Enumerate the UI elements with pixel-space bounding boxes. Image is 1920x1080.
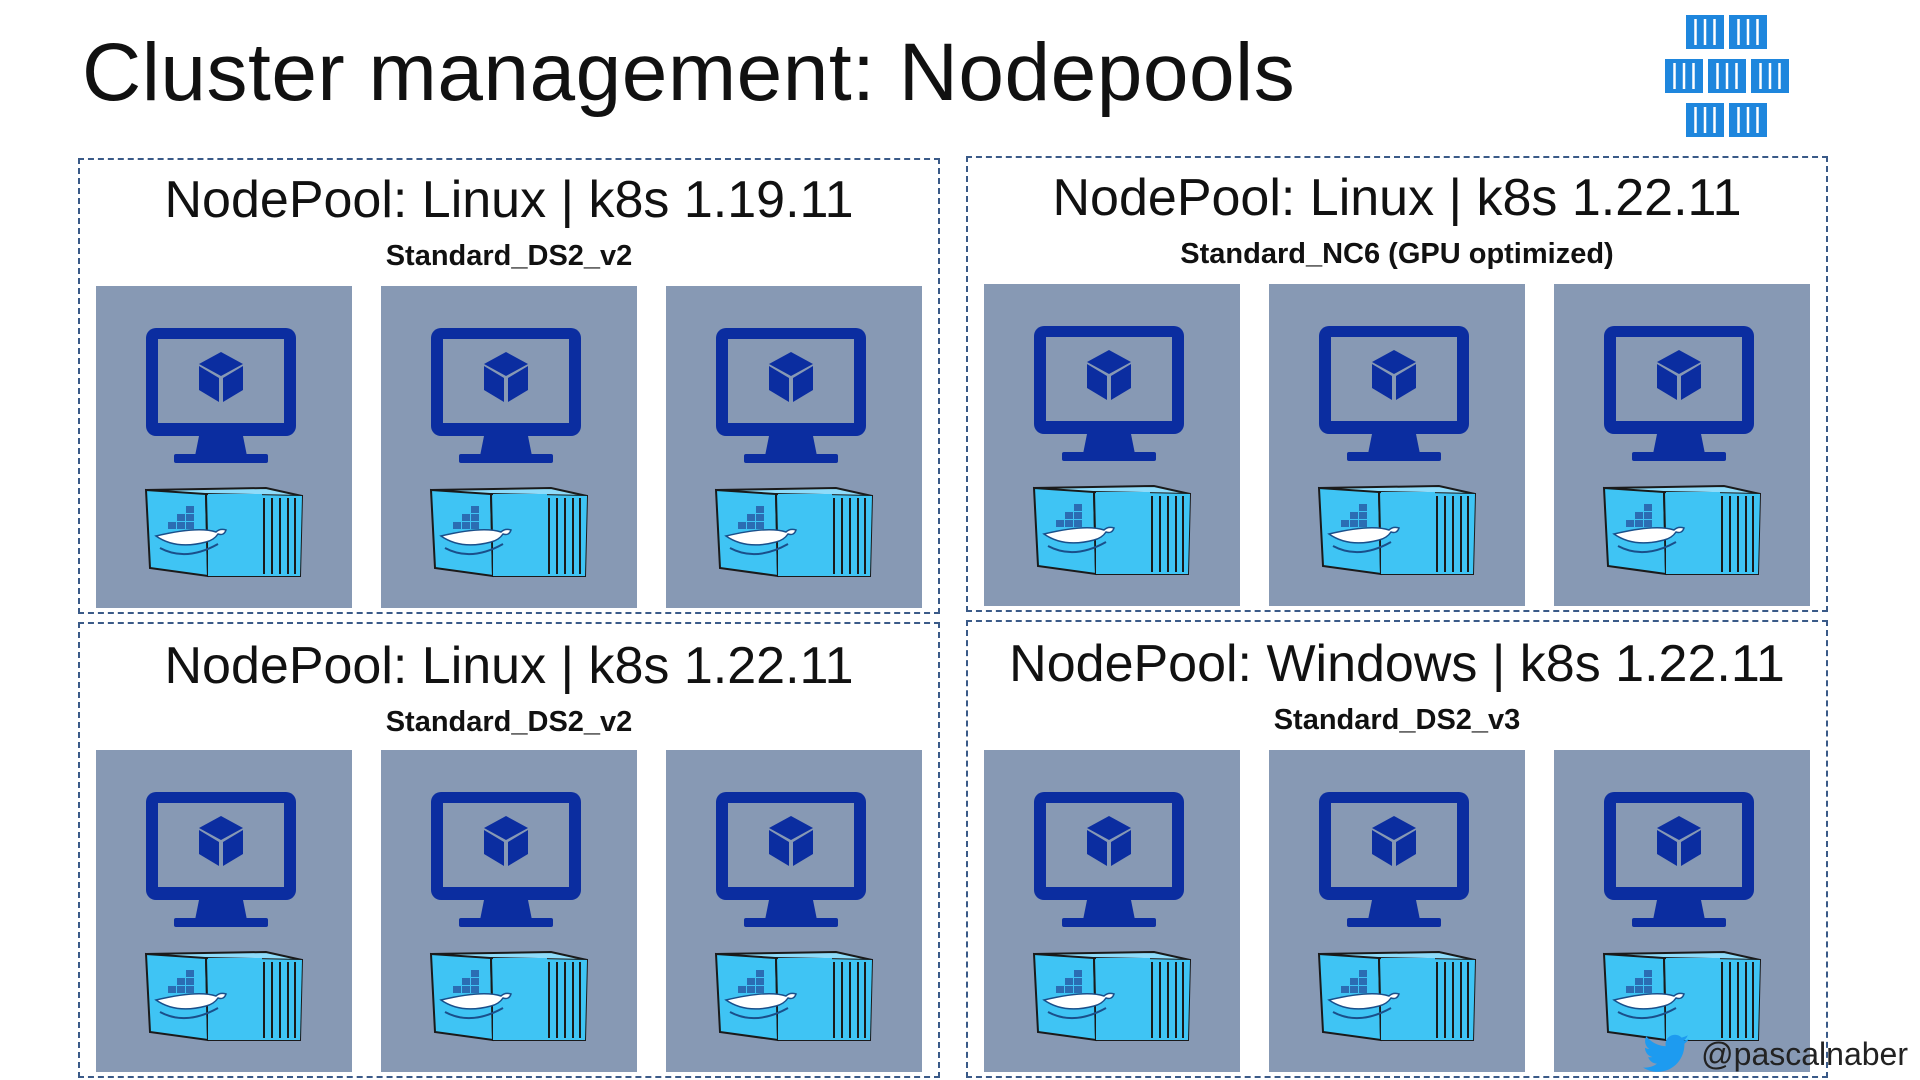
node (666, 286, 922, 608)
docker-container-icon (1317, 950, 1477, 1042)
footer: @pascalnaber (1643, 1034, 1908, 1074)
docker-container-icon (1032, 950, 1192, 1042)
virtual-machine-icon (716, 328, 866, 463)
nodepool-vm-size: Standard_DS2_v2 (385, 240, 633, 272)
logo-cube (1751, 59, 1789, 93)
logo-cube (1708, 59, 1746, 93)
nodepool-linux-1-19: NodePool: Linux | k8s 1.19.11 Standard_D… (78, 158, 940, 614)
node (381, 750, 637, 1072)
nodepool-title: NodePool: Linux | k8s 1.19.11 (164, 171, 854, 229)
virtual-machine-icon (1034, 792, 1184, 927)
kubernetes-service-logo-icon (1665, 15, 1789, 137)
virtual-machine-icon (146, 328, 296, 463)
node (666, 750, 922, 1072)
docker-container-icon (429, 950, 589, 1042)
docker-container-icon (714, 950, 874, 1042)
nodepool-vm-size: Standard_DS2_v2 (385, 706, 633, 738)
node-list (984, 750, 1810, 1072)
node (96, 750, 352, 1072)
nodepool-title: NodePool: Linux | k8s 1.22.11 (164, 637, 854, 695)
virtual-machine-icon (1319, 326, 1469, 461)
logo-cube (1729, 103, 1767, 137)
docker-container-icon (144, 950, 304, 1042)
docker-container-icon (1602, 950, 1762, 1042)
virtual-machine-icon (1604, 792, 1754, 927)
logo-cube (1729, 15, 1767, 49)
twitter-bird-icon (1643, 1034, 1690, 1072)
virtual-machine-icon (146, 792, 296, 927)
nodepool-linux-1-22: NodePool: Linux | k8s 1.22.11 Standard_D… (78, 622, 940, 1078)
nodepool-windows: NodePool: Windows | k8s 1.22.11 Standard… (966, 620, 1828, 1078)
logo-cube (1686, 103, 1724, 137)
logo-cube (1665, 59, 1703, 93)
node (1269, 284, 1525, 606)
nodepool-vm-size: Standard_NC6 (GPU optimized) (1180, 238, 1614, 270)
docker-container-icon (144, 486, 304, 578)
twitter-handle: @pascalnaber (1701, 1035, 1908, 1072)
node (1554, 284, 1810, 606)
node-list (96, 286, 922, 608)
node (381, 286, 637, 608)
virtual-machine-icon (716, 792, 866, 927)
nodepool-title: NodePool: Windows | k8s 1.22.11 (1009, 635, 1785, 693)
docker-container-icon (429, 486, 589, 578)
virtual-machine-icon (431, 792, 581, 927)
slide-title: Cluster management: Nodepools (82, 27, 1296, 118)
logo-cube (1686, 15, 1724, 49)
docker-container-icon (1602, 484, 1762, 576)
node-list (984, 284, 1810, 606)
virtual-machine-icon (1604, 326, 1754, 461)
docker-container-icon (714, 486, 874, 578)
node-list (96, 750, 922, 1072)
nodepool-title: NodePool: Linux | k8s 1.22.11 (1052, 169, 1742, 227)
docker-container-icon (1032, 484, 1192, 576)
node (96, 286, 352, 608)
docker-container-icon (1317, 484, 1477, 576)
nodepool-vm-size: Standard_DS2_v3 (1273, 704, 1521, 736)
node (1269, 750, 1525, 1072)
node (984, 284, 1240, 606)
virtual-machine-icon (1319, 792, 1469, 927)
node (1554, 750, 1810, 1072)
virtual-machine-icon (431, 328, 581, 463)
nodepool-linux-gpu: NodePool: Linux | k8s 1.22.11 Standard_N… (966, 156, 1828, 612)
virtual-machine-icon (1034, 326, 1184, 461)
node (984, 750, 1240, 1072)
